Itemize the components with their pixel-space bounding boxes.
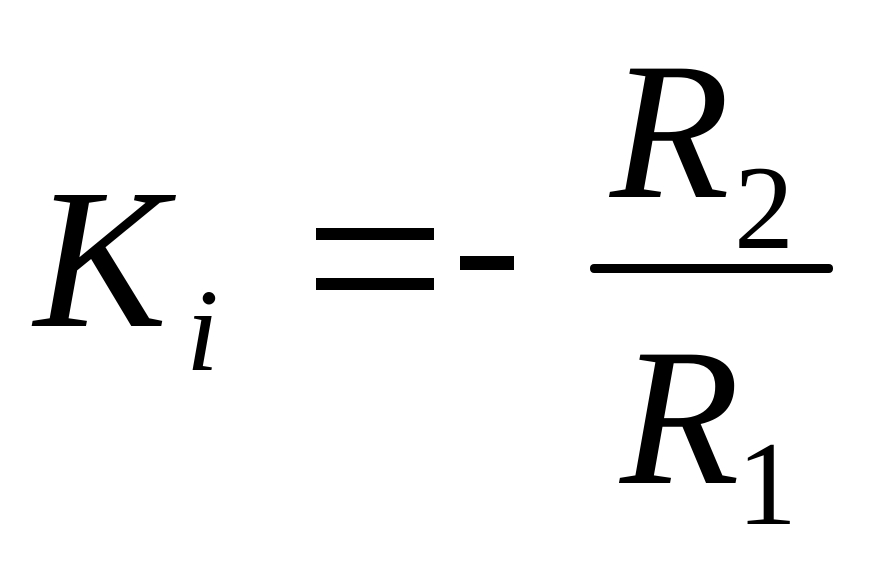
minus-sign [460,256,514,270]
fraction-bar [590,264,833,273]
equals-sign-top-bar [316,228,434,240]
denominator-variable-r: R [620,309,740,526]
equals-sign-bottom-bar [316,278,434,290]
numerator-subscript-2: 2 [734,141,794,274]
lhs-variable-k: K [34,149,168,370]
denominator-subscript-1: 1 [737,417,797,550]
numerator-variable-r: R [610,23,730,240]
lhs-subscript-i: i [186,265,219,396]
